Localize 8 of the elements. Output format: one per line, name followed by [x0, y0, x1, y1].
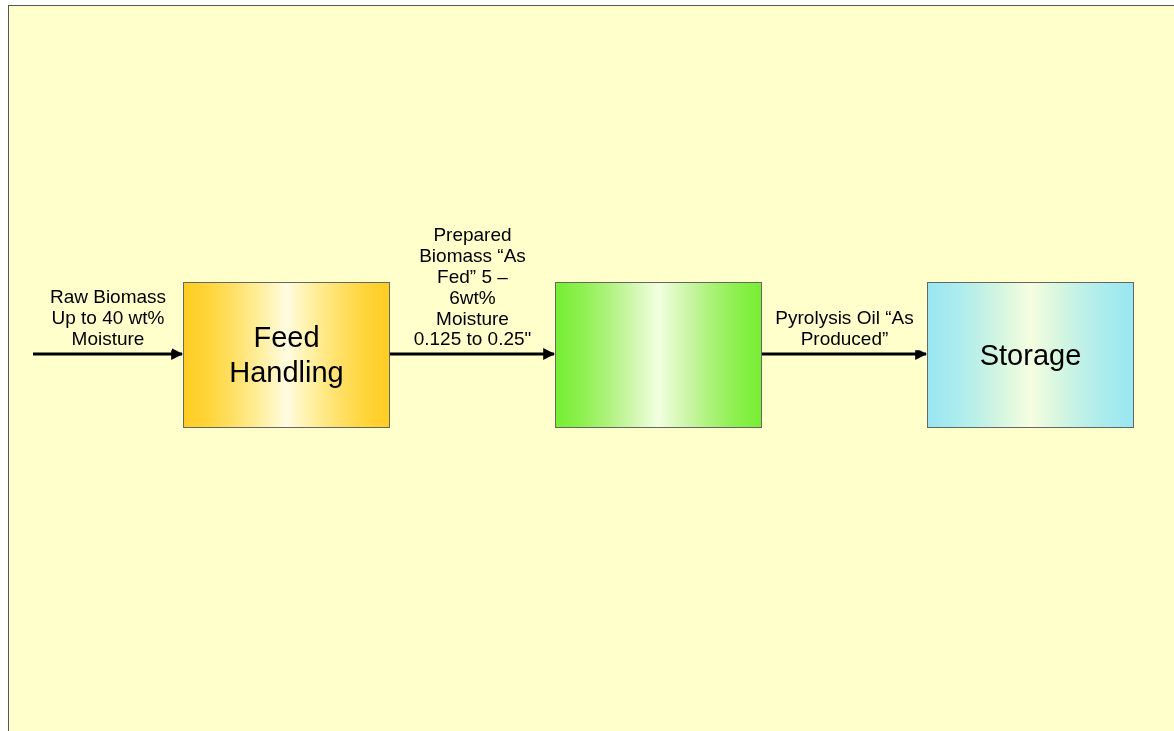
arrow — [33, 348, 184, 360]
process-box — [927, 282, 1134, 428]
process-box — [555, 282, 762, 428]
box-label: Feed Handling — [228, 320, 345, 390]
arrow — [762, 348, 928, 360]
arrow — [390, 348, 556, 360]
box-label: Storage — [979, 337, 1082, 373]
process-box — [183, 282, 390, 428]
